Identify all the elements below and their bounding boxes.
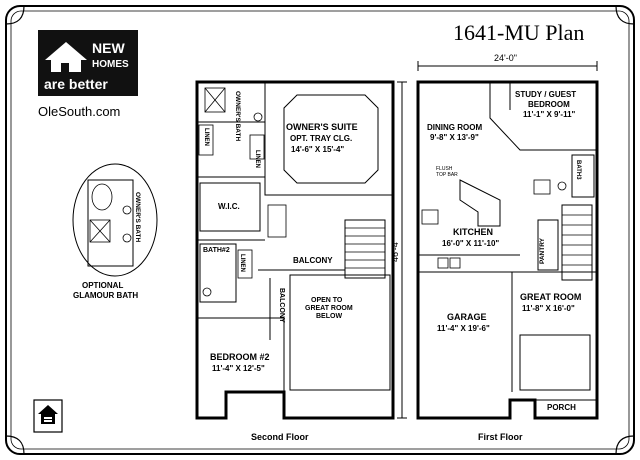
bedroom2-size: 11'-4" X 12'-5" — [212, 364, 265, 373]
bath2-label: BATH#2 — [203, 247, 230, 254]
bath3-label: BATH3 — [575, 160, 581, 180]
second-floor-label: Second Floor — [251, 432, 309, 442]
balcony-label-2: BALCONY — [278, 288, 285, 323]
bedroom2-label: BEDROOM #2 — [210, 352, 270, 362]
study-label: STUDY / GUEST — [515, 90, 576, 99]
first-floor-plan: STUDY / GUEST BEDROOM 11'-1" X 9'-11" DI… — [416, 80, 599, 442]
equal-housing-logo — [33, 399, 63, 433]
great-room-size: 11'-8" X 16'-0" — [522, 304, 575, 313]
brand-logo: NEW HOMES are better OleSouth.com — [38, 30, 138, 119]
logo-are-better: are better — [44, 76, 108, 92]
decorative-border — [5, 5, 635, 455]
glamour-bath-label: OWNER'S BATH — [134, 192, 141, 242]
width-dimension: 24'-0" — [494, 53, 517, 63]
depth-dimension: 46'-4" — [390, 239, 400, 262]
plan-title: 1641-MU Plan — [453, 20, 584, 45]
owners-bath-label: OWNER'S BATH — [234, 91, 241, 141]
garage-size: 11'-4" X 19'-6" — [437, 324, 490, 333]
flush-bar-label-1: FLUSH — [436, 166, 453, 172]
garage-label: GARAGE — [447, 312, 487, 322]
great-room-label: GREAT ROOM — [520, 292, 581, 302]
wic-label: W.I.C. — [218, 202, 240, 211]
owners-suite-label: OWNER'S SUITE — [286, 122, 358, 132]
glamour-bath-caption: GLAMOUR BATH — [73, 291, 138, 300]
linen-label-3: LINEN — [239, 254, 245, 272]
owners-suite-size: 14'-6" X 15'-4" — [291, 145, 344, 154]
optional-label: OPTIONAL — [82, 281, 123, 290]
first-floor-label: First Floor — [478, 432, 523, 442]
flush-bar-label-2: TOP BAR — [436, 172, 458, 178]
open-to-label-2: GREAT ROOM — [305, 305, 353, 312]
house-icon — [45, 42, 87, 60]
porch-label: PORCH — [547, 403, 576, 412]
logo-homes: HOMES — [92, 59, 129, 70]
open-to-label-3: BELOW — [316, 313, 342, 320]
owners-suite-note: OPT. TRAY CLG. — [290, 134, 352, 143]
dimension-lines: 24'-0" 46'-4" — [390, 53, 598, 419]
dining-room-label: DINING ROOM — [427, 123, 482, 132]
linen-label-1: LINEN — [203, 128, 209, 146]
kitchen-label: KITCHEN — [453, 227, 493, 237]
optional-glamour-bath: OWNER'S BATH OPTIONAL GLAMOUR BATH — [72, 163, 158, 300]
open-to-label-1: OPEN TO — [311, 297, 343, 304]
dining-room-size: 9'-8" X 13'-9" — [430, 133, 479, 142]
equal-housing-icon — [38, 405, 58, 414]
balcony-label-1: BALCONY — [293, 256, 333, 265]
linen-label-2: LINEN — [254, 150, 260, 168]
pantry-label: PANTRY — [539, 237, 546, 264]
study-size: 11'-1" X 9'-11" — [523, 110, 576, 119]
study-label-2: BEDROOM — [528, 100, 570, 109]
second-floor-plan: OWNER'S SUITE OPT. TRAY CLG. 14'-6" X 15… — [195, 80, 395, 442]
kitchen-size: 16'-0" X 11'-10" — [442, 239, 499, 248]
logo-website: OleSouth.com — [38, 104, 120, 119]
logo-new: NEW — [92, 40, 125, 56]
